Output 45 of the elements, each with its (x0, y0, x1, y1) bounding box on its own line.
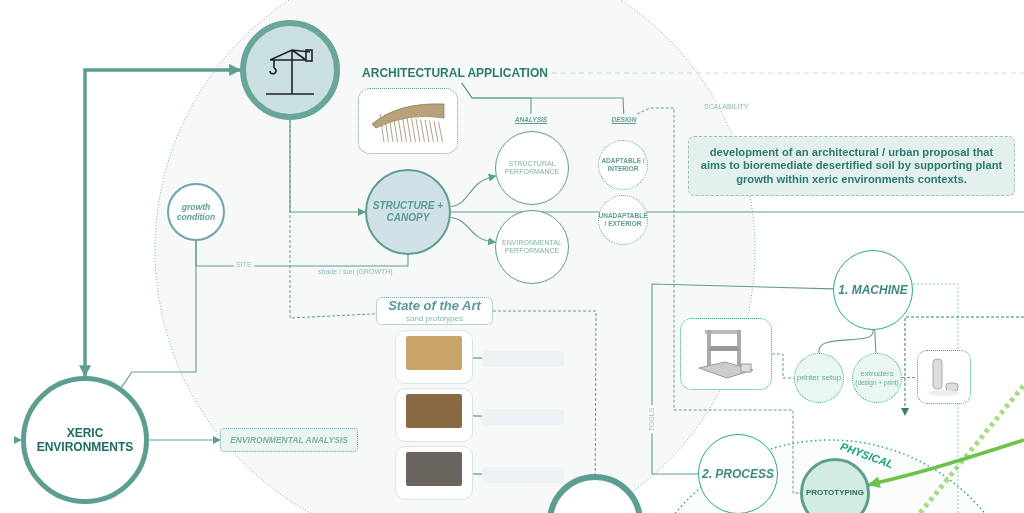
picture-frame (917, 350, 971, 404)
node-label: STRUCTURE + CANOPY (371, 200, 445, 224)
photo-card (395, 446, 473, 500)
node-label: ARCHITECTURAL APPLICATION (362, 65, 548, 81)
photo-card (395, 388, 473, 442)
node-label: development of an architectural / urban proposal that aims to bioremediate desertified soil by supporting plant growth within xeric environments contexts. (699, 145, 1004, 187)
arrow (867, 438, 1024, 489)
connector-line (472, 473, 483, 475)
circle-node (794, 353, 844, 403)
box-node (376, 297, 493, 325)
picture-frame (680, 318, 772, 390)
connector-line (472, 415, 483, 417)
connector-line (195, 240, 409, 267)
node-sublabel: sand prototypes (406, 314, 463, 324)
info-box (482, 467, 564, 483)
node-label: XERIC ENVIRONMENTS (35, 425, 135, 455)
node-label: growth condition (175, 201, 217, 223)
picture-frame (358, 88, 458, 154)
connector-line (901, 376, 918, 379)
node-label: 1. MACHINE (838, 282, 908, 298)
box-node (220, 428, 358, 452)
arrow (148, 436, 221, 444)
photo-card (395, 330, 473, 384)
connector-line (289, 119, 377, 319)
info-box (482, 351, 564, 367)
arrow (79, 64, 242, 378)
connector-line (818, 329, 874, 354)
info-box (482, 409, 564, 425)
arrow (13, 436, 22, 444)
node-label: 2. PROCESS (702, 466, 774, 482)
node-label: State of the Art (388, 298, 481, 314)
node-label: PROTOTYPING (805, 488, 865, 498)
circle-node (852, 353, 902, 403)
node-label: extruders (860, 369, 894, 379)
connector-line (461, 82, 625, 115)
connector-line (492, 310, 597, 475)
arrow (450, 217, 497, 246)
connector-line (874, 329, 877, 354)
connector-line (472, 357, 483, 359)
arrow (450, 173, 497, 207)
box-node (688, 136, 1015, 196)
node-label: printer setup (796, 373, 842, 383)
node-label: ENVIRONMENTAL ANALYSIS (230, 434, 348, 446)
connector-line (636, 107, 801, 494)
connector-line (651, 283, 834, 475)
